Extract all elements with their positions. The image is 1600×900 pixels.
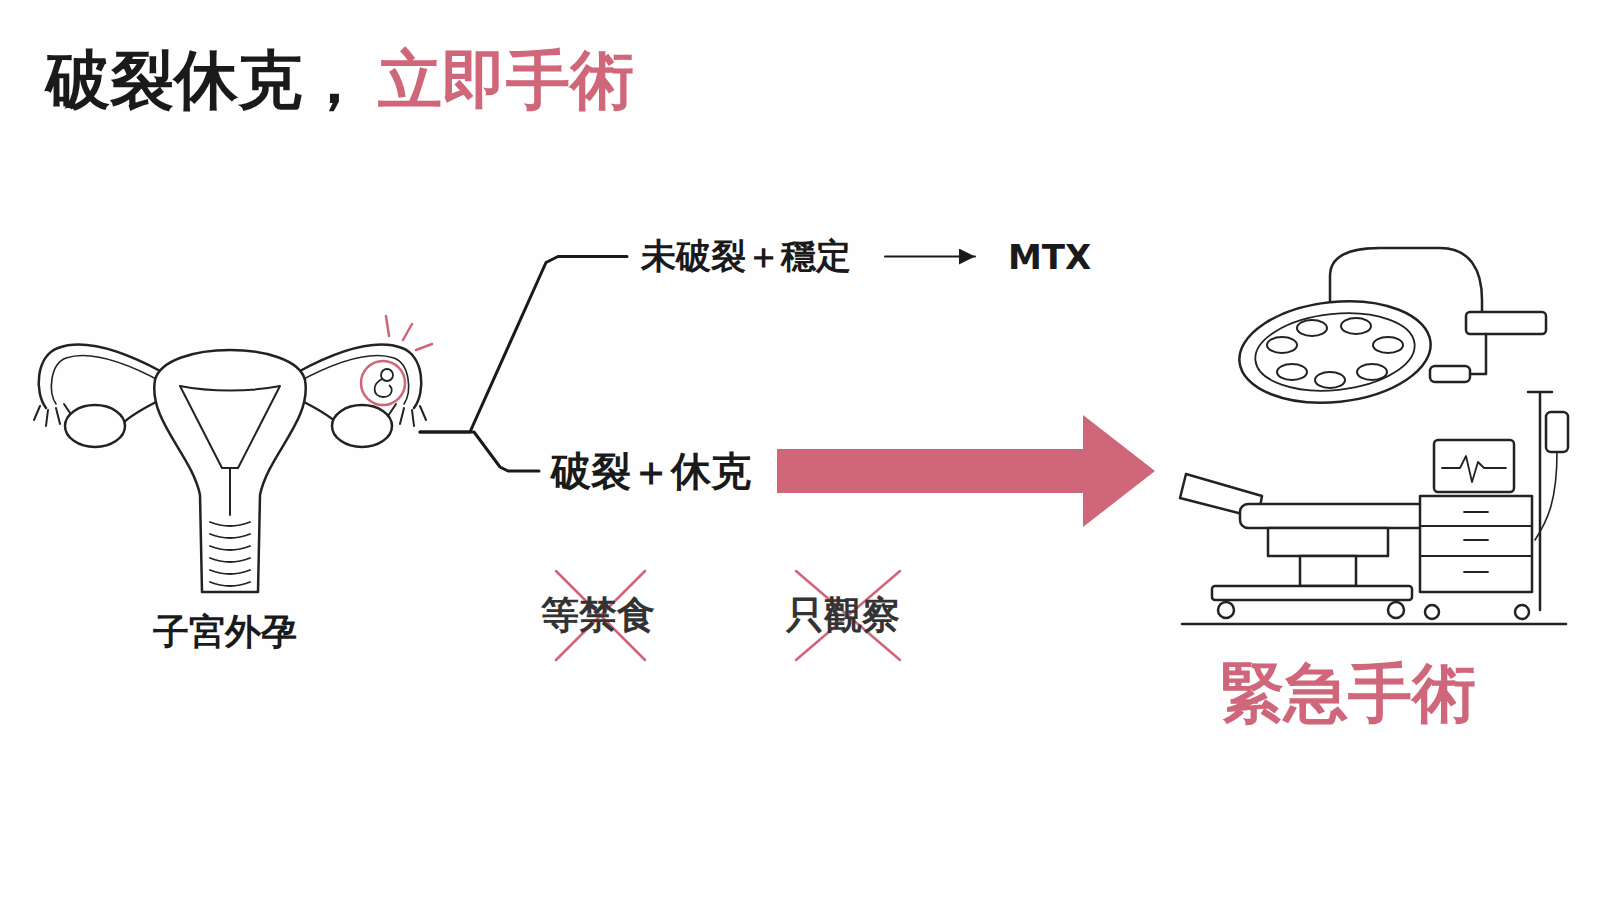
lamp-light <box>1357 364 1387 380</box>
rejected-option: 等禁食 <box>541 596 655 634</box>
wheel <box>1388 602 1404 618</box>
table-base <box>1212 586 1412 600</box>
left-ligament <box>122 400 160 424</box>
lamp-lights <box>1267 318 1403 388</box>
node-text: 緊急手術 <box>1220 661 1476 725</box>
right-ovary <box>332 405 392 447</box>
iv-tube <box>1535 452 1557 540</box>
node-text: 破裂＋休克 <box>551 451 751 491</box>
title-emphasis: 立即手術 <box>378 48 634 112</box>
table-top <box>1240 504 1440 528</box>
left-ovary <box>65 405 125 447</box>
lamp-light <box>1373 337 1403 353</box>
monitor <box>1434 440 1514 492</box>
iv-bag <box>1546 412 1568 452</box>
lamp-light <box>1341 318 1371 334</box>
right-tube-inner <box>298 355 409 404</box>
lamp-head <box>1234 292 1435 412</box>
cart-drawers <box>1420 512 1532 572</box>
uterine-cavity <box>180 386 280 468</box>
flow-connector <box>420 432 539 471</box>
lamp-joint <box>1430 366 1470 382</box>
lamp-arm-bar <box>1466 312 1546 334</box>
wheel <box>1218 602 1234 618</box>
flow-connector <box>885 256 975 258</box>
rejected-option: 只觀察 <box>786 596 900 634</box>
wheel <box>1515 605 1529 619</box>
lamp-light <box>1277 364 1307 380</box>
floor-line <box>1182 623 1566 626</box>
rupture-burst <box>386 316 432 350</box>
right-fimbriae <box>388 404 426 426</box>
node-text: 未破裂＋穩定 <box>641 239 851 274</box>
node-text: MTX <box>1008 240 1091 274</box>
surgery-node: 緊急手術 <box>1155 240 1541 725</box>
right-tube <box>298 345 421 408</box>
left-tube-inner <box>51 355 162 404</box>
lamp-light <box>1267 337 1297 353</box>
vaginal-rugae <box>210 522 250 586</box>
lamp-joint-arm <box>1470 334 1486 374</box>
treatment-node: MTX <box>975 236 1099 278</box>
gestational-sac <box>361 361 405 405</box>
embryo-head <box>381 369 393 381</box>
branch-node: 未破裂＋穩定 <box>627 235 885 278</box>
table-column <box>1300 556 1356 586</box>
wheel <box>1425 605 1439 619</box>
condition-node: 子宮外孕 <box>30 330 420 650</box>
lamp-inner <box>1251 306 1418 398</box>
ectopic-pregnancy <box>361 316 432 405</box>
left-tube <box>39 345 162 408</box>
lamp-light <box>1297 320 1327 336</box>
table-pedestal <box>1268 528 1388 556</box>
flow-connector <box>420 257 627 433</box>
operating-room-illustration <box>1180 248 1568 624</box>
cervical-canal <box>229 468 231 515</box>
uterus-illustration <box>34 345 426 592</box>
emphasis-arrow <box>777 415 1155 527</box>
lamp-light <box>1315 372 1345 388</box>
diagram-title: 破裂休克， <box>46 48 366 112</box>
branch-node: 破裂＋休克 <box>539 447 777 495</box>
uterus-body <box>154 350 306 592</box>
embryo-body <box>375 379 392 397</box>
cart-body <box>1420 496 1532 592</box>
ecg-trace <box>1442 456 1506 482</box>
node-text: 子宮外孕 <box>153 614 297 650</box>
